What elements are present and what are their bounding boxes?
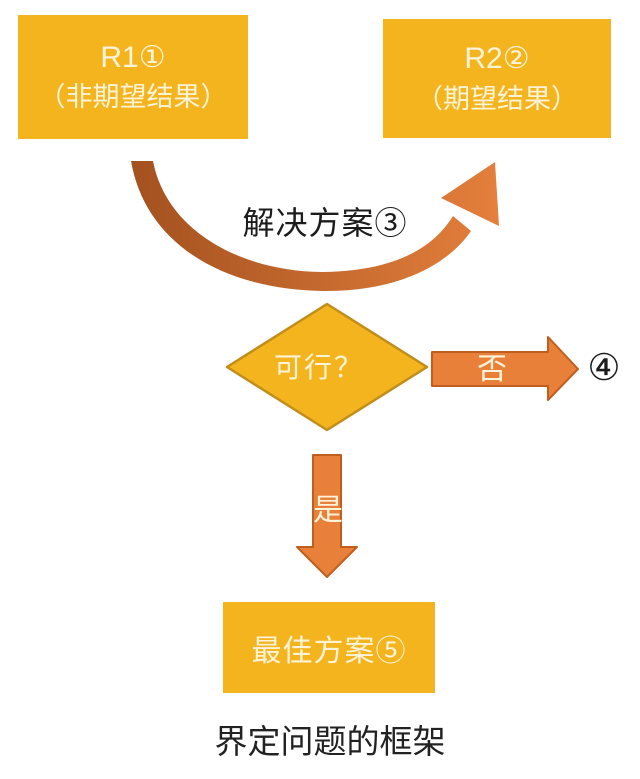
no-arrow-shape	[431, 336, 579, 401]
no-branch-label: 否	[477, 353, 507, 386]
node-r2-title: R2②	[464, 42, 530, 76]
node-r1-subtitle: （非期望结果）	[38, 82, 228, 113]
node-best-solution-label: 最佳方案⑤	[251, 634, 407, 668]
diagram-caption: 界定问题的框架	[214, 725, 446, 761]
solution-curved-arrow	[131, 161, 471, 292]
no-branch-result-marker: ④	[587, 348, 621, 389]
node-r2-subtitle: （期望结果）	[416, 83, 578, 114]
solution-curved-arrowhead	[441, 162, 499, 226]
decision-diamond-shape	[225, 302, 429, 432]
decision-label: 可行？	[273, 352, 365, 383]
yes-arrow-shape	[296, 454, 358, 578]
node-r2: R2② （期望结果）	[383, 19, 611, 138]
yes-branch-label: 是	[313, 494, 343, 527]
solution-arrow-label: 解决方案③	[242, 205, 408, 241]
node-r1: R1① （非期望结果）	[18, 15, 248, 139]
node-best-solution: 最佳方案⑤	[223, 602, 435, 693]
node-r1-title: R1①	[100, 40, 166, 74]
